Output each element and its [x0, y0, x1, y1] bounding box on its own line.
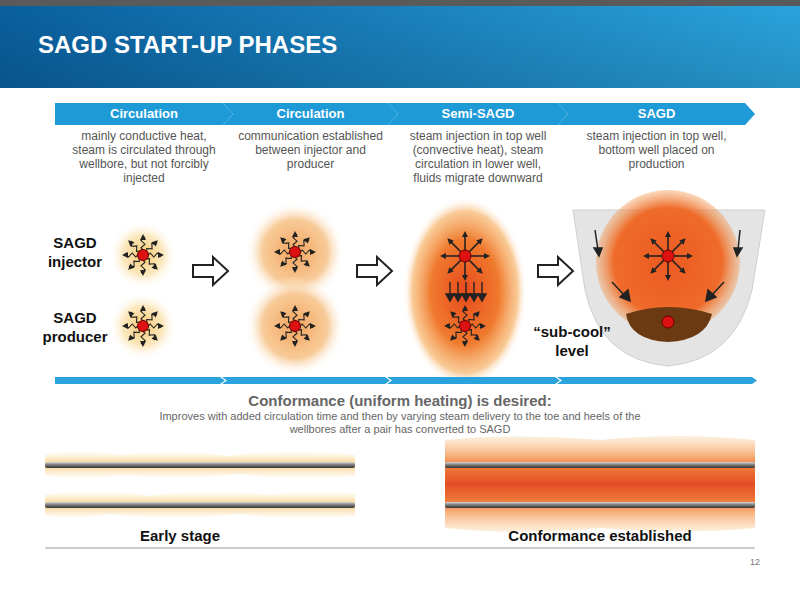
phase-chevron: SAGDsteam injection in top well, bottom … — [558, 103, 755, 171]
phase-description: steam injection in top well, bottom well… — [558, 125, 755, 171]
phase-description: communication established between inject… — [223, 125, 398, 171]
chevron-band: Semi-SAGD — [388, 103, 568, 125]
phase-heading: Circulation — [223, 103, 398, 125]
chevron-band: Circulation — [223, 103, 398, 125]
page-number: 12 — [730, 557, 760, 568]
phase-heading: Circulation — [55, 103, 233, 125]
phase-description: steam injection in top well (convective … — [388, 125, 568, 185]
phase-chevron: Circulationcommunication established bet… — [223, 103, 398, 171]
note-text: Improves with added circulation time and… — [140, 410, 660, 436]
stage-label: Conformance established — [470, 527, 730, 545]
phase-description: mainly conductive heat, steam is circula… — [55, 125, 233, 185]
phase-heading: SAGD — [558, 103, 755, 125]
chevron-band: SAGD — [558, 103, 755, 125]
well-label: SAGD injector — [35, 233, 115, 271]
phase-heading: Semi-SAGD — [388, 103, 568, 125]
well-label: SAGD producer — [30, 308, 120, 346]
phase-chevron: Circulationmainly conductive heat, steam… — [55, 103, 233, 185]
slide-title: SAGD START-UP PHASES — [38, 30, 337, 60]
level-label: “sub-cool” level — [522, 322, 622, 360]
phase-chevron: Semi-SAGDsteam injection in top well (co… — [388, 103, 568, 185]
note-heading: Conformance (uniform heating) is desired… — [100, 392, 700, 410]
chevron-band: Circulation — [55, 103, 233, 125]
stage-label: Early stage — [80, 527, 280, 545]
